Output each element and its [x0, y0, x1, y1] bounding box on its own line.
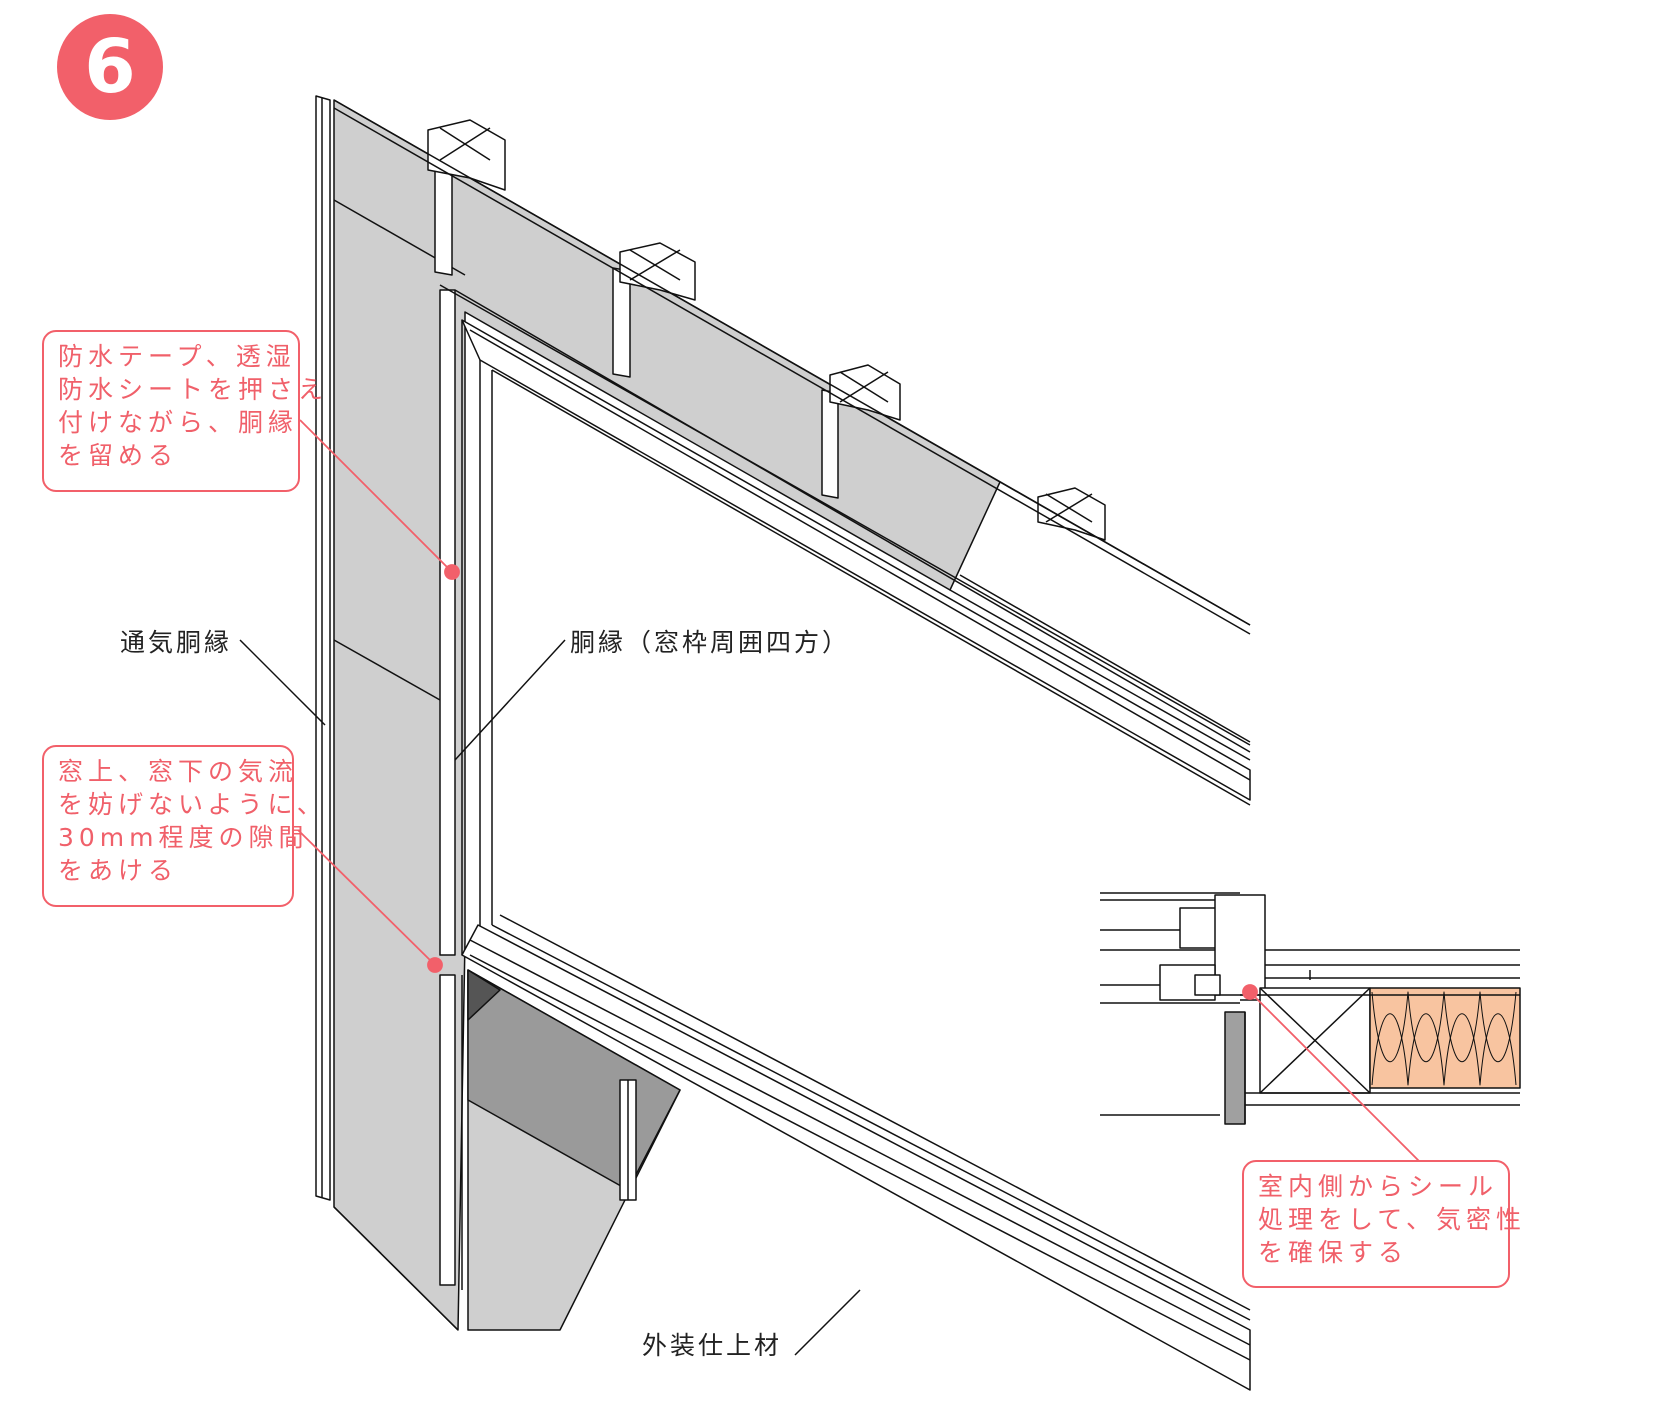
step-number-badge: 6 [57, 14, 163, 120]
label-exterior-finish: 外装仕上材 [642, 1331, 783, 1360]
gap-marker-dot [427, 957, 443, 973]
window-batten-lower [439, 974, 456, 1286]
label-vent-batten: 通気胴縁 [120, 628, 233, 657]
window-batten-left [439, 289, 456, 956]
label-window-batten: 胴縁（窓枠周囲四方） [570, 628, 851, 657]
window-frame-top [461, 319, 1251, 801]
vent-batten-left [315, 95, 331, 1201]
section-detail [1100, 892, 1521, 1125]
callout-tape: 防水テープ、透湿 防水シートを押さえ 付けながら、胴縁 を留める [42, 330, 323, 492]
window-frame-bottom [461, 924, 1251, 1391]
callout-gap: 窓上、窓下の気流 を妨げないように、 30mm程度の隙間 をあける [42, 745, 322, 907]
callout-seal: 室内側からシール 処理をして、気密性 を確保する [1242, 1160, 1521, 1288]
top-batten-3 [821, 364, 901, 499]
top-batten-4 [1037, 487, 1106, 541]
tape-marker-dot [444, 564, 460, 580]
top-batten-2 [612, 242, 696, 378]
seal-marker-dot [1242, 984, 1258, 1000]
top-batten-1 [427, 119, 506, 276]
